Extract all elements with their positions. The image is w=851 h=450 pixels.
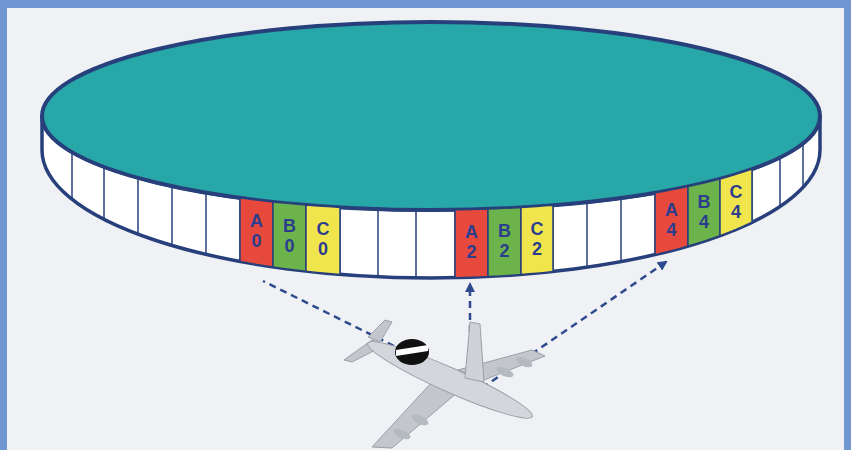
airplane <box>344 320 545 448</box>
cell-label: A 0 <box>250 212 264 252</box>
cell-label: B 0 <box>283 217 297 257</box>
band-cell: A 2 <box>455 208 488 278</box>
band-cell: C 4 <box>720 169 752 236</box>
cell-text-box: B 0 <box>273 201 306 272</box>
cell-label: C 4 <box>729 183 743 223</box>
band-cell: B 2 <box>488 207 521 277</box>
cell-text-box: A 4 <box>655 186 688 255</box>
cell-text-box: B 4 <box>688 178 720 247</box>
cell-fill <box>306 205 340 274</box>
cell-fill <box>655 187 688 255</box>
cell-text-box: C 0 <box>306 205 340 275</box>
cell-label: A 2 <box>465 223 479 263</box>
cell-fill <box>455 209 488 278</box>
cell-fill <box>521 205 553 274</box>
cell-text-box: A 0 <box>240 197 273 267</box>
radar-disc <box>42 22 820 210</box>
cell-text-box: A 2 <box>455 208 488 278</box>
cell-label: B 4 <box>697 193 711 233</box>
band-cell: A 0 <box>240 197 273 267</box>
cell-label: B 2 <box>498 222 512 262</box>
cell-label: C 2 <box>530 220 544 260</box>
cell-fill <box>720 169 752 236</box>
band-cell: B 0 <box>273 201 306 272</box>
cell-fill <box>273 202 306 271</box>
cell-fill <box>488 207 521 276</box>
cell-text-box: C 2 <box>521 205 553 275</box>
cell-fill <box>688 179 720 246</box>
band-cell: B 4 <box>688 178 720 247</box>
cell-text-box: C 4 <box>720 169 752 236</box>
cell-text-box: B 2 <box>488 207 521 277</box>
band-cell: A 4 <box>655 186 688 255</box>
cell-fill <box>240 198 273 267</box>
background <box>7 8 844 450</box>
cell-label: A 4 <box>665 201 679 241</box>
band-cell: C 2 <box>521 205 553 275</box>
beam-lines <box>263 262 666 392</box>
cell-label: C 0 <box>316 220 330 260</box>
band-cell: C 0 <box>306 205 340 275</box>
